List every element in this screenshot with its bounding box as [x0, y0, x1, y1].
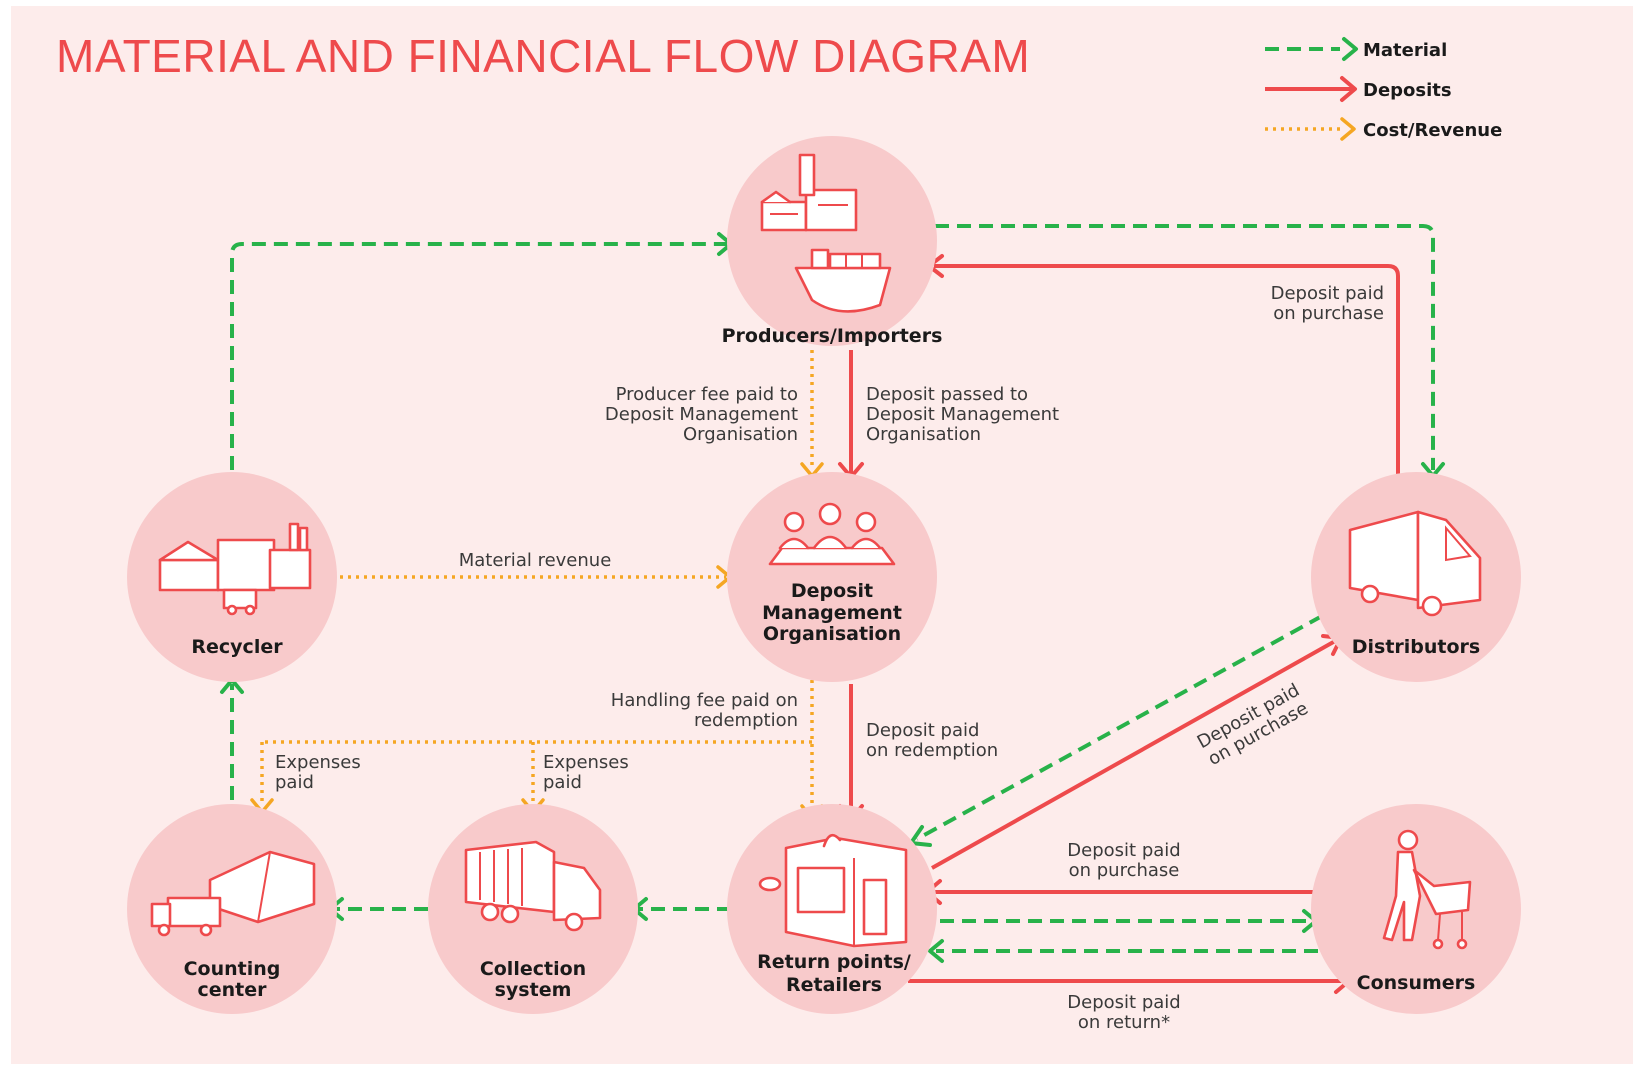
edge-line	[230, 242, 727, 470]
node-distributors[interactable]: Distributors	[1311, 472, 1521, 682]
edge-line	[935, 224, 1435, 470]
shop-icon	[758, 833, 908, 948]
edge-material-revenue: Material revenue	[340, 550, 732, 589]
warehouse-truck-icon	[150, 850, 316, 937]
edge-label: Organisation	[866, 424, 981, 445]
edge-label: Deposit paid	[866, 720, 979, 741]
edge-producer-fee: Producer fee paid to Deposit Management …	[605, 350, 824, 478]
legend-material-arrowhead	[1342, 37, 1358, 61]
legend-cost-arrowhead	[1340, 117, 1356, 141]
shopping-cart-person-icon	[1382, 829, 1472, 950]
edge-handling-fee: Handling fee paid on redemption	[262, 680, 824, 820]
edge-label: paid	[275, 772, 314, 793]
recycling-plant-icon	[158, 522, 312, 616]
edge-label: Handling fee paid on	[611, 690, 798, 711]
cargo-ship-icon	[794, 248, 892, 313]
legend-deposits-arrowhead	[1340, 76, 1357, 102]
edge-label: Material revenue	[459, 550, 612, 571]
arrowhead	[928, 939, 944, 963]
edge-expenses-counting: Expenses paid	[250, 742, 361, 814]
edge-label: Organisation	[683, 424, 798, 445]
legend-deposits: Deposits	[1265, 76, 1452, 102]
edge-label: on purchase	[1273, 303, 1384, 324]
edge-label: Deposit paid	[1067, 992, 1180, 1013]
node-label: system	[495, 979, 572, 1001]
legend-material: Material	[1265, 37, 1447, 61]
node-label: Recycler	[191, 636, 283, 658]
node-label: Retailers	[786, 974, 882, 996]
node-counting-center[interactable]: Counting center	[127, 804, 337, 1014]
edge-line	[916, 614, 1323, 841]
node-circle	[727, 472, 937, 682]
page-title: MATERIAL AND FINANCIAL FLOW DIAGRAM	[56, 30, 1030, 82]
edge-label: Deposit paid	[1271, 283, 1384, 304]
edge-collection-to-counting	[328, 897, 428, 921]
edge-retailers-to-consumers	[940, 909, 1318, 933]
node-label: Distributors	[1352, 636, 1481, 658]
garbage-truck-icon	[464, 840, 602, 932]
edge-label: Expenses	[275, 752, 361, 773]
edge-label: Deposit Management	[866, 404, 1059, 425]
edge-label: on purchase	[1069, 860, 1180, 881]
node-recycler[interactable]: Recycler	[127, 472, 337, 682]
edge-consumer-paid-retailers: Deposit paid on purchase	[925, 840, 1318, 905]
edge-deposit-redemption: Deposit paid on redemption	[838, 684, 998, 821]
legend-material-label: Material	[1363, 40, 1447, 61]
meeting-icon	[768, 502, 896, 566]
arrowhead	[909, 825, 932, 847]
node-producers-importers[interactable]: Producers/Importers	[722, 136, 943, 347]
edge-label: on redemption	[866, 740, 998, 761]
edge-label: Deposit Management	[605, 404, 798, 425]
node-consumers[interactable]: Consumers	[1311, 804, 1521, 1014]
edge-label: Producer fee paid to	[616, 384, 798, 405]
edge-deposit-on-return: Deposit paid on return*	[908, 968, 1351, 1033]
legend-deposits-label: Deposits	[1363, 80, 1452, 101]
node-label: Collection	[480, 958, 586, 980]
node-label: Return points/	[757, 951, 911, 973]
edge-label: Expenses	[543, 752, 629, 773]
node-label: center	[197, 979, 267, 1001]
edge-recycler-to-producers	[230, 232, 733, 470]
legend-cost-revenue: Cost/Revenue	[1265, 117, 1502, 141]
edge-label: Deposit passed to	[866, 384, 1028, 405]
edge-retailers-to-collection	[632, 897, 731, 921]
node-deposit-management-organisation[interactable]: Deposit Management Organisation	[727, 472, 937, 682]
node-circle	[727, 136, 937, 346]
edge-counting-to-recycler	[220, 678, 244, 800]
node-label: Consumers	[1357, 972, 1476, 994]
node-label: Producers/Importers	[722, 325, 943, 347]
node-label: Counting	[184, 958, 281, 980]
edge-label: on return*	[1078, 1012, 1170, 1033]
node-label: Management	[762, 602, 902, 624]
edge-label: redemption	[694, 710, 798, 731]
edge-label: paid	[543, 772, 582, 793]
legend-cost-label: Cost/Revenue	[1363, 120, 1502, 141]
edge-deposit-passed: Deposit passed to Deposit Management Org…	[838, 350, 1059, 479]
node-label: Deposit	[791, 580, 873, 602]
edge-consumers-return-material	[928, 939, 1318, 963]
delivery-truck-icon	[1348, 510, 1482, 617]
node-return-points-retailers[interactable]: Return points/ Retailers	[727, 804, 937, 1014]
node-collection-system[interactable]: Collection system	[428, 804, 638, 1014]
edge-label-group: Deposit paid on purchase	[1194, 680, 1312, 770]
edge-distributors-paid-producers: Deposit paid on purchase	[927, 254, 1400, 478]
edge-expenses-collection: Expenses paid	[521, 742, 629, 814]
node-label: Organisation	[763, 623, 901, 645]
edge-label: Deposit paid	[1067, 840, 1180, 861]
legend: Material Deposits Cost/Revenue	[1265, 37, 1502, 141]
edge-producers-to-distributors	[935, 224, 1445, 478]
factory-icon	[760, 153, 858, 232]
edge-line	[931, 638, 1338, 870]
edge-line	[934, 264, 1400, 478]
